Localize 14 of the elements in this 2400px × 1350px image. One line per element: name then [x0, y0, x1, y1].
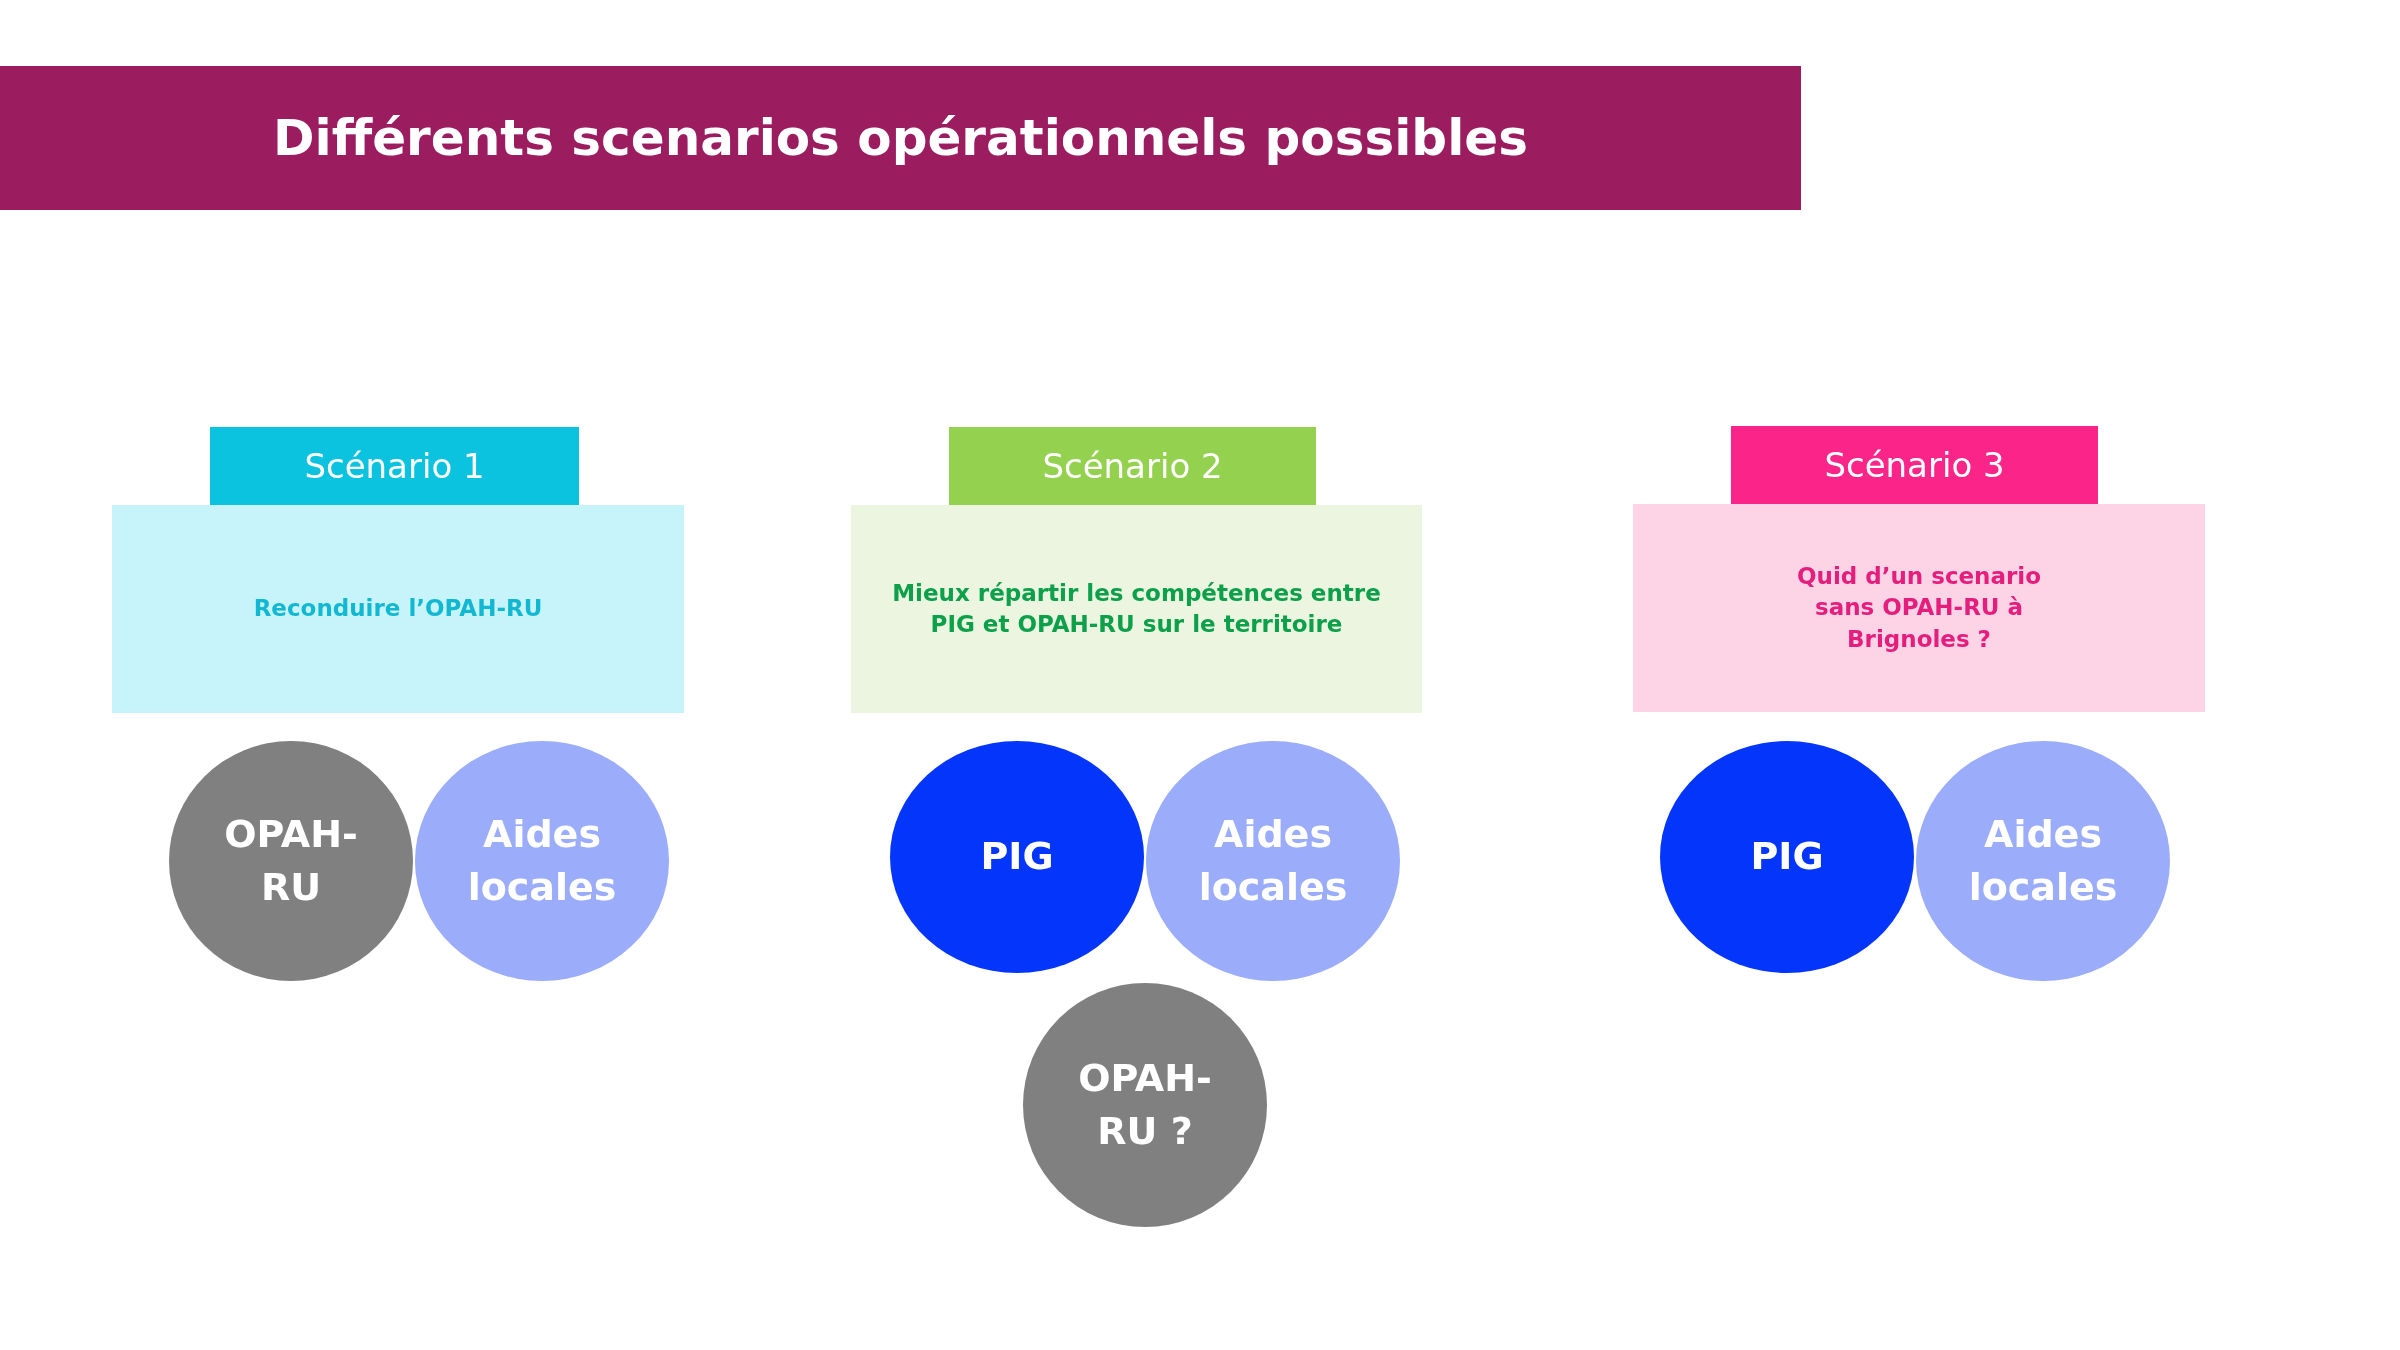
venn-circle: OPAH-RU: [169, 741, 413, 981]
description-box: Quid d’un scenario sans OPAH-RU à Brignoles ?: [1633, 504, 2205, 712]
venn-circle: Aides locales: [1146, 741, 1400, 981]
title-banner: Différents scenarios opérationnels possibles: [0, 66, 1801, 210]
description-box: Reconduire l’OPAH-RU: [112, 505, 684, 713]
description-box: Mieux répartir les compétences entre PIG et OPAH-RU sur le territoire: [851, 505, 1422, 713]
venn-circle: PIG: [1660, 741, 1914, 973]
scenario-tab: Scénario 3: [1731, 426, 2098, 504]
venn-circle: Aides locales: [1916, 741, 2170, 981]
venn-circle: OPAH-RU ?: [1023, 983, 1267, 1227]
venn-circle: PIG: [890, 741, 1144, 973]
scenario-tab: Scénario 1: [210, 427, 579, 505]
venn-circle: Aides locales: [415, 741, 669, 981]
scenario-tab: Scénario 2: [949, 427, 1316, 505]
